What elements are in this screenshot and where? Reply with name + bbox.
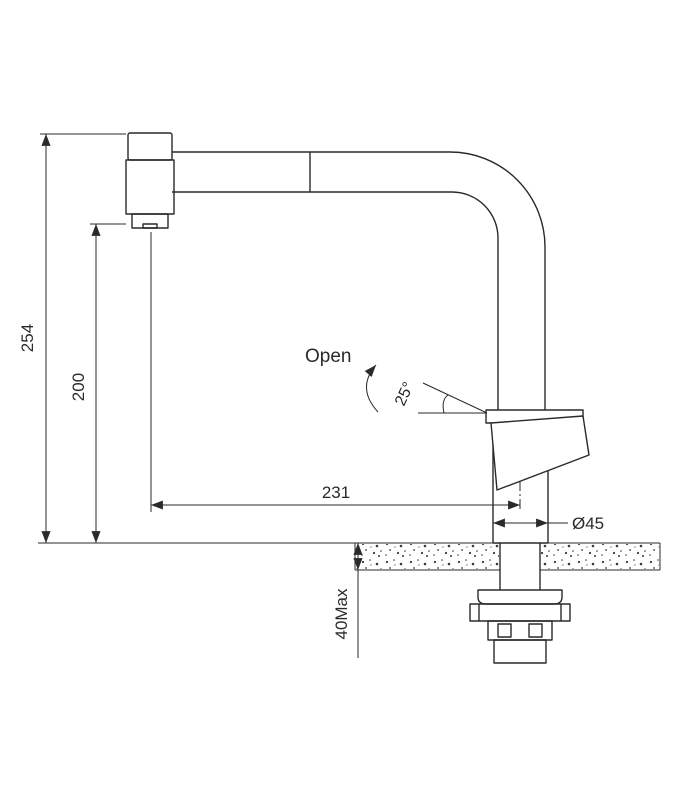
dim-label-231: 231: [322, 483, 350, 502]
washer: [477, 589, 563, 605]
countertop: [38, 542, 661, 571]
dim-label-200: 200: [69, 373, 88, 401]
angle-annotation: 25°: [392, 380, 488, 414]
open-annotation: Open: [305, 346, 379, 413]
spout-tube-outer: [172, 151, 546, 410]
connector-port-left: [497, 623, 512, 638]
counter-stipple-left: [356, 544, 499, 569]
dimension-spout-reach: 231: [150, 232, 521, 512]
counter-stipple-right: [541, 544, 659, 569]
supply-body: [493, 639, 547, 664]
dim-label-d45: Ø45: [572, 514, 604, 533]
dim-label-40max: 40Max: [332, 588, 351, 640]
rotation-arrow: [364, 364, 379, 413]
dimension-total-height: 254: [18, 133, 126, 543]
spout-head-outlet: [131, 213, 169, 229]
faucet-outline: [125, 132, 590, 544]
spout-head-body: [125, 159, 175, 215]
angle-arc: [442, 394, 449, 414]
dim-label-254: 254: [18, 324, 37, 352]
angle-tilted-line: [422, 382, 488, 414]
dimension-spout-height: 200: [69, 223, 126, 543]
connector-port-right: [528, 623, 543, 638]
spout-head-cap: [127, 132, 173, 161]
dimension-base-diameter: Ø45: [493, 514, 604, 533]
angle-label: 25°: [392, 380, 418, 409]
handle-hatched: [490, 415, 590, 491]
mounting-nut: [469, 603, 571, 622]
open-label: Open: [305, 346, 351, 367]
dimension-counter-thickness: 40Max: [332, 543, 363, 658]
spout-tube-inner: [172, 191, 499, 410]
mounting-hardware: [469, 543, 571, 664]
handle-backing: [491, 416, 589, 490]
aerator-detail: [142, 223, 158, 229]
